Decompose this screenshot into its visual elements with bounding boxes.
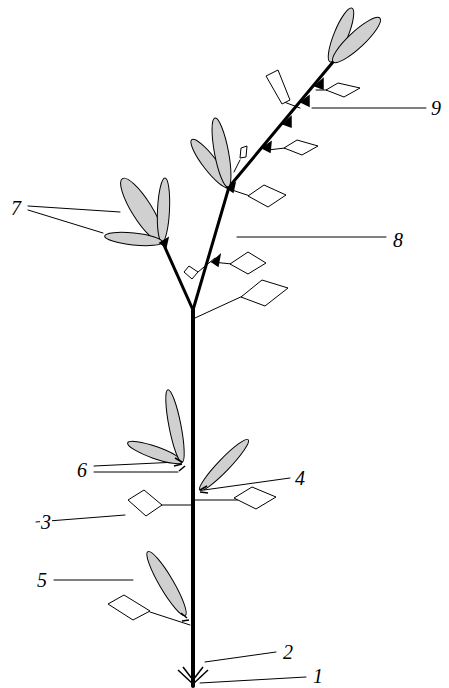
callout-number: 8 (392, 230, 404, 250)
callout-number: 9 (430, 98, 442, 118)
callout-number: 2 (282, 642, 294, 662)
callout-number: 5 (36, 570, 48, 590)
callout-number: 3 (40, 512, 52, 532)
callout-number: 1 (312, 666, 324, 686)
callout-number: 6 (76, 460, 88, 480)
callout-number: 7 (10, 198, 22, 218)
callout-number: 4 (294, 468, 306, 488)
